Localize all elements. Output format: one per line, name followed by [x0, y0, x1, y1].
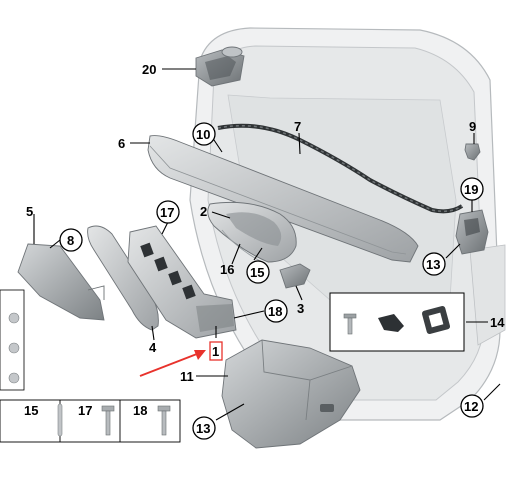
screw-18-icon — [157, 405, 171, 436]
part-7-wiring-harness — [217, 123, 464, 214]
callout-17: 17 — [160, 205, 174, 220]
callout-14: 14 — [490, 315, 505, 330]
callout-9: 9 — [469, 119, 476, 134]
callout-11: 11 — [180, 369, 194, 384]
callout-20: 20 — [142, 62, 156, 77]
highlight-box — [209, 341, 223, 361]
table-label-18: 18 — [133, 403, 147, 418]
callout-labels: 20 6 10 7 9 19 5 8 17 2 16 15 13 3 18 14… — [26, 62, 505, 436]
part-3-switch-cover — [279, 263, 311, 289]
callout-13-lower: 13 — [196, 421, 210, 436]
callout-2: 2 — [200, 204, 207, 219]
grommet-icon — [421, 305, 451, 335]
callout-circles — [59, 122, 484, 440]
callout-18: 18 — [268, 304, 282, 319]
callout-12: 12 — [464, 399, 478, 414]
part-20-mirror-bracket — [195, 46, 245, 87]
callout-1: 1 — [212, 344, 219, 359]
part-19-bracket — [455, 209, 489, 255]
part-17-switch-block — [127, 225, 237, 339]
screw-17-icon — [101, 405, 115, 436]
callout-3: 3 — [297, 301, 304, 316]
part-11-door-pocket — [221, 339, 361, 449]
callout-6: 6 — [118, 136, 125, 151]
callout-13-upper: 13 — [426, 257, 440, 272]
clip-nut-icon — [378, 314, 404, 332]
fastener-kit-box — [329, 292, 465, 352]
callout-19: 19 — [464, 182, 478, 197]
part-5-cover-panel — [17, 243, 105, 321]
pin-icon — [57, 403, 63, 437]
callout-5: 5 — [26, 204, 33, 219]
callout-10: 10 — [196, 127, 210, 142]
table-label-17: 17 — [78, 403, 92, 418]
callout-4: 4 — [149, 340, 157, 355]
highlight-arrow — [139, 350, 206, 377]
callout-8: 8 — [67, 233, 74, 248]
part-9-clip — [464, 143, 481, 161]
part-6-trim-strip — [147, 135, 419, 263]
screw-icon — [343, 313, 357, 335]
callout-16: 16 — [220, 262, 234, 277]
part-2-door-handle — [207, 201, 297, 263]
part-4-pull-handle — [87, 225, 159, 331]
callout-7: 7 — [294, 119, 301, 134]
leader-lines — [33, 68, 501, 421]
table-label-15: 15 — [24, 403, 38, 418]
fastener-table: 15 17 18 — [0, 289, 181, 443]
callout-15: 15 — [250, 265, 264, 280]
